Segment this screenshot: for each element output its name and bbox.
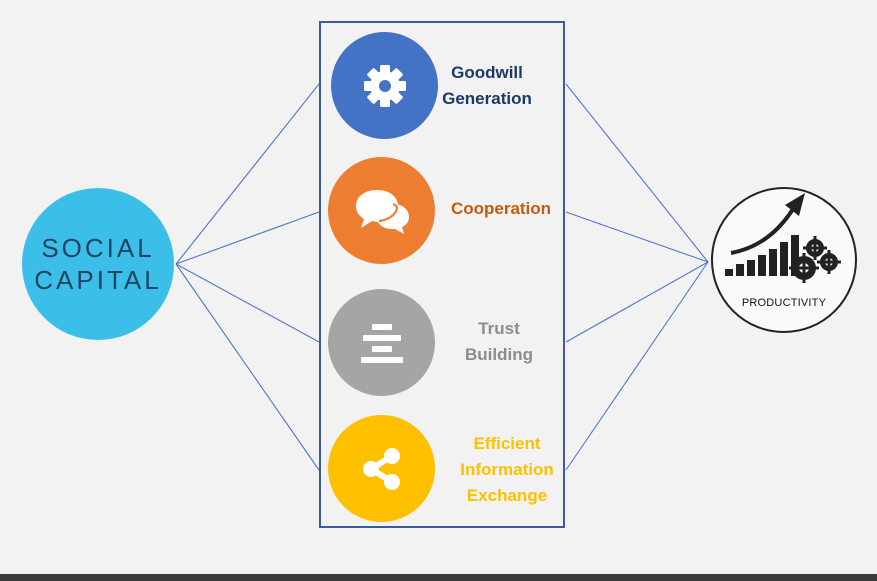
line-trust-to-productivity: [565, 261, 709, 343]
info-exchange-node: [328, 415, 435, 522]
line-social-to-info-exchange: [175, 263, 320, 471]
cooperation-node: [328, 157, 435, 264]
trust-label: Trust Building: [465, 319, 533, 364]
line-info-exchange-to-productivity: [565, 261, 709, 471]
line-cooperation-to-productivity: [565, 211, 709, 263]
factors-frame: [319, 21, 565, 528]
chat-bubbles-icon: [355, 189, 409, 234]
footer-bar: [0, 574, 877, 581]
productivity-node: [711, 187, 857, 333]
line-social-to-goodwill: [175, 83, 320, 265]
social-capital-node: SOCIAL CAPITAL: [22, 188, 174, 340]
social-capital-label-line1: SOCIAL: [41, 233, 155, 263]
cooperation-label: Cooperation: [450, 199, 552, 218]
goodwill-label: Goodwill Generation: [442, 63, 532, 108]
goodwill-node: [331, 32, 438, 139]
productivity-growth-chart-icon: [725, 193, 841, 283]
gear-icon: [363, 64, 406, 107]
productivity-label: PRODUCTIVITY: [741, 297, 827, 309]
line-social-to-trust: [175, 263, 320, 343]
trust-node: [328, 289, 435, 396]
share-icon: [362, 447, 400, 490]
stacked-bars-icon: [360, 323, 403, 363]
social-capital-label-line2: CAPITAL: [34, 265, 162, 295]
line-goodwill-to-productivity: [565, 83, 709, 263]
info-exchange-label: Efficient Information Exchange: [460, 434, 554, 505]
line-social-to-cooperation: [175, 211, 320, 265]
